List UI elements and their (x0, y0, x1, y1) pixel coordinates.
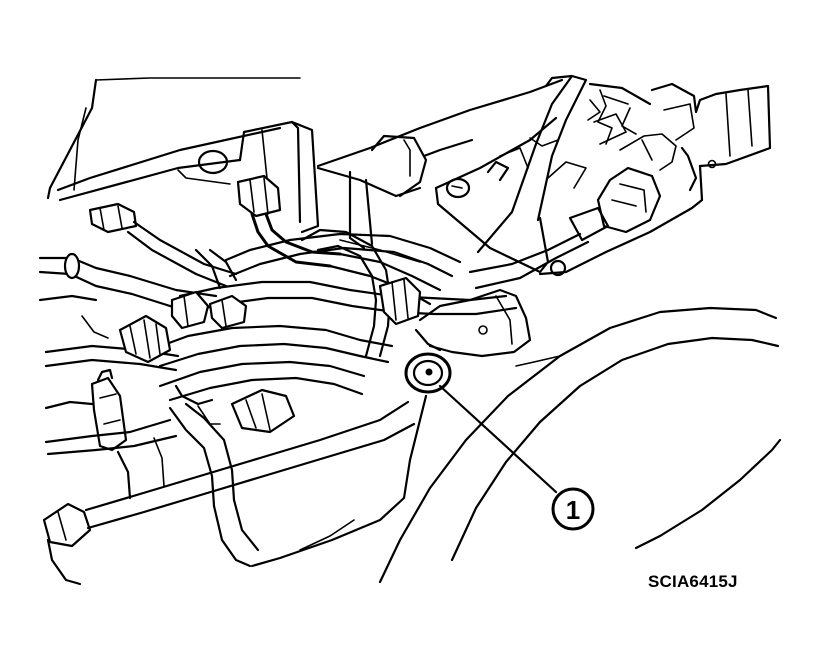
left-top-connectors (88, 174, 282, 234)
wire-sleeve (63, 252, 81, 280)
grommet-inner (412, 359, 444, 387)
figure-code: SCIA6415J (648, 572, 738, 591)
lower-bracket-bolt (549, 259, 567, 277)
grommet (404, 352, 452, 394)
upper-body-panel (46, 77, 320, 234)
lower-left-structure (38, 294, 428, 586)
callout-marker: 1 (551, 487, 595, 531)
callout-leader-line (438, 384, 558, 494)
upper-right-bracket (434, 74, 652, 274)
right-rivet (707, 159, 717, 169)
bracket-bolt (445, 177, 471, 199)
harness-connectors (42, 276, 422, 548)
callout-number: 1 (566, 495, 580, 525)
upper-center-bracket (316, 78, 564, 263)
right-connector-bracket (468, 82, 772, 290)
callout-circle (551, 487, 595, 531)
lower-floor-panel (378, 306, 782, 584)
grommet-center (425, 368, 433, 376)
panel-hole (197, 149, 229, 175)
grommet-bracket (414, 288, 532, 358)
bracket-hole (478, 325, 488, 335)
